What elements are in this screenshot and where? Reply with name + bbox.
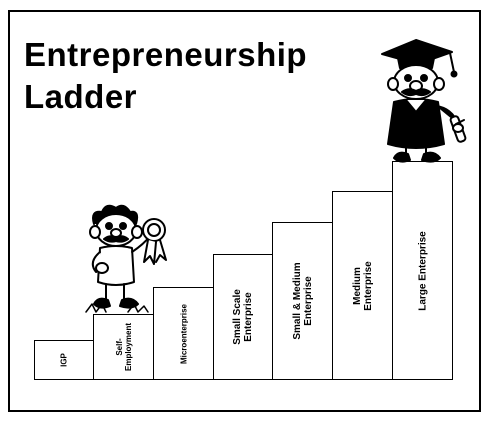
step-igp: IGP — [34, 340, 94, 380]
step-large-enterprise: Large Enterprise — [392, 161, 453, 380]
step-microenterprise: Microenterprise — [153, 287, 214, 380]
cartoon-man-with-ribbon-icon — [85, 204, 167, 313]
step-medium-enterprise: Medium Enterprise — [332, 191, 393, 380]
step-igp-label: IGP — [59, 353, 69, 367]
step-small-medium-enterprise-label: Small & Medium Enterprise — [291, 262, 314, 340]
title-line-2: Ladder — [24, 78, 138, 115]
cartoon-graduate-with-diploma-icon — [381, 39, 467, 163]
step-large-enterprise-label: Large Enterprise — [417, 230, 428, 311]
step-small-scale-enterprise-label: Small Scale Enterprise — [232, 289, 254, 345]
step-self-employment-label: Self- Employment — [114, 322, 133, 372]
step-medium-enterprise-label: Medium Enterprise — [351, 260, 374, 311]
diagram-title: Entrepreneurship Ladder — [24, 34, 307, 118]
step-microenterprise-label: Microenterprise — [179, 303, 188, 364]
title-line-1: Entrepreneurship — [24, 36, 308, 73]
step-small-medium-enterprise: Small & Medium Enterprise — [272, 222, 333, 380]
step-small-scale-enterprise: Small Scale Enterprise — [213, 254, 273, 380]
step-self-employment: Self- Employment — [93, 314, 154, 380]
